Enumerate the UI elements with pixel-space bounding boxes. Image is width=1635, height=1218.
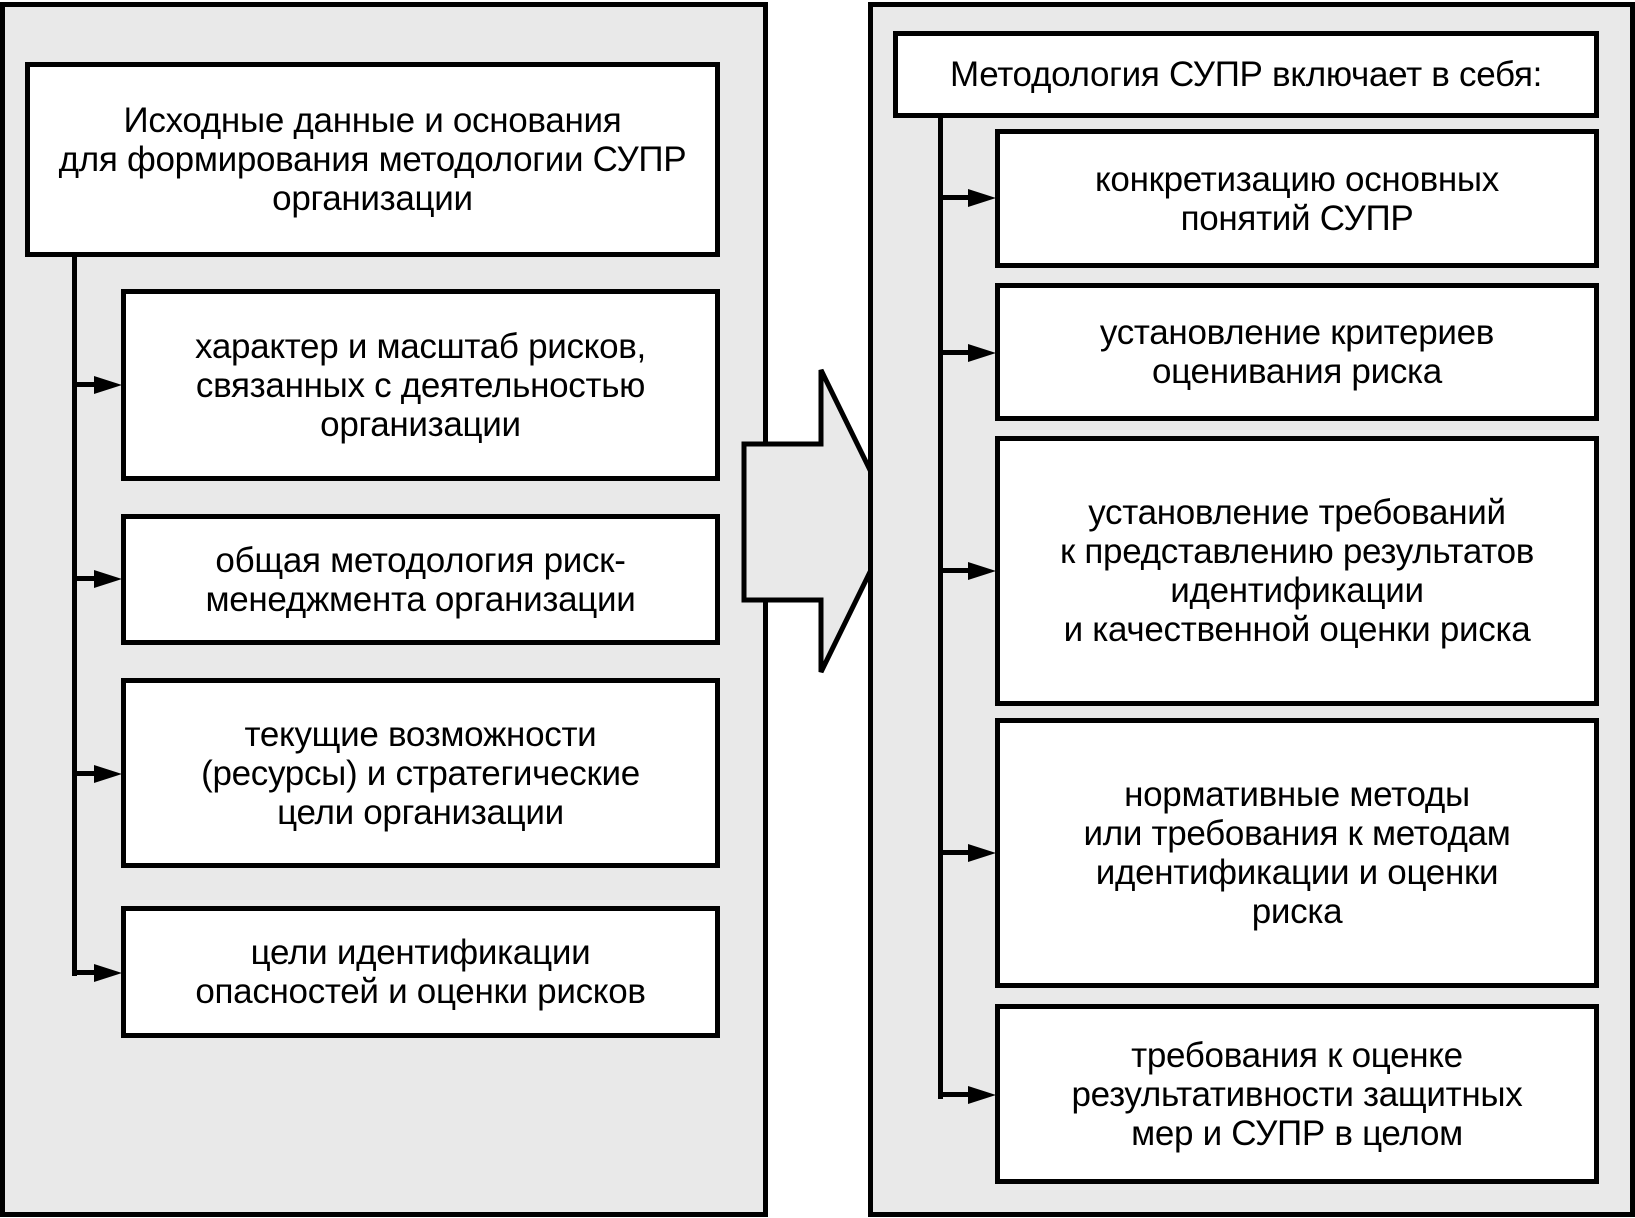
left-item-box-2: общая методология риск- менеджмента орга… xyxy=(121,514,720,645)
left-connector-1 xyxy=(72,382,96,387)
right-item-text-1: конкретизацию основных понятий СУПР xyxy=(1095,159,1499,238)
left-item-box-4: цели идентификации опасностей и оценки р… xyxy=(121,906,720,1038)
right-item-box-2: установление критериев оценивания риска xyxy=(995,283,1599,421)
left-connector-trunk xyxy=(72,256,77,976)
right-connector-4 xyxy=(938,850,978,855)
arrow-right-icon xyxy=(968,844,996,862)
right-connector-1 xyxy=(938,195,978,200)
arrow-right-icon xyxy=(94,570,122,588)
right-item-box-1: конкретизацию основных понятий СУПР xyxy=(995,129,1599,268)
arrow-right-icon xyxy=(94,765,122,783)
arrow-right-icon xyxy=(968,189,996,207)
left-header-text: Исходные данные и основания для формиров… xyxy=(58,101,687,218)
right-item-text-2: установление критериев оценивания риска xyxy=(1099,313,1495,391)
right-item-box-4: нормативные методы или требования к мето… xyxy=(995,718,1599,988)
left-item-box-3: текущие возможности (ресурсы) и стратеги… xyxy=(121,678,720,868)
right-header-box: Методология СУПР включает в себя: xyxy=(893,31,1599,118)
right-connector-trunk xyxy=(938,117,943,1099)
right-item-box-3: установление требований к представлению … xyxy=(995,436,1599,706)
left-header-box: Исходные данные и основания для формиров… xyxy=(25,62,720,257)
left-item-text-2: общая методология риск- менеджмента орга… xyxy=(205,540,636,619)
arrow-right-icon xyxy=(968,1086,996,1104)
right-header-text: Методология СУПР включает в себя: xyxy=(949,55,1543,94)
right-connector-3 xyxy=(938,568,978,573)
left-item-text-1: характер и масштаб рисков, связанных с д… xyxy=(195,326,646,444)
left-item-box-1: характер и масштаб рисков, связанных с д… xyxy=(121,289,720,481)
left-connector-4 xyxy=(72,970,96,975)
right-item-text-5: требования к оценке результативности защ… xyxy=(1071,1035,1523,1153)
transition-arrow-shape xyxy=(741,368,898,674)
arrow-right-icon xyxy=(968,344,996,362)
left-connector-3 xyxy=(72,771,96,776)
left-item-text-4: цели идентификации опасностей и оценки р… xyxy=(195,933,646,1011)
right-item-text-4: нормативные методы или требования к мето… xyxy=(1083,775,1511,931)
right-item-text-3: установление требований к представлению … xyxy=(1059,493,1535,649)
right-item-box-5: требования к оценке результативности защ… xyxy=(995,1004,1599,1184)
right-connector-2 xyxy=(938,350,978,355)
arrow-right-icon xyxy=(968,562,996,580)
left-connector-2 xyxy=(72,576,96,581)
right-connector-5 xyxy=(938,1092,978,1097)
arrow-right-icon xyxy=(94,376,122,394)
left-item-text-3: текущие возможности (ресурсы) и стратеги… xyxy=(201,714,640,832)
arrow-right-icon xyxy=(94,964,122,982)
